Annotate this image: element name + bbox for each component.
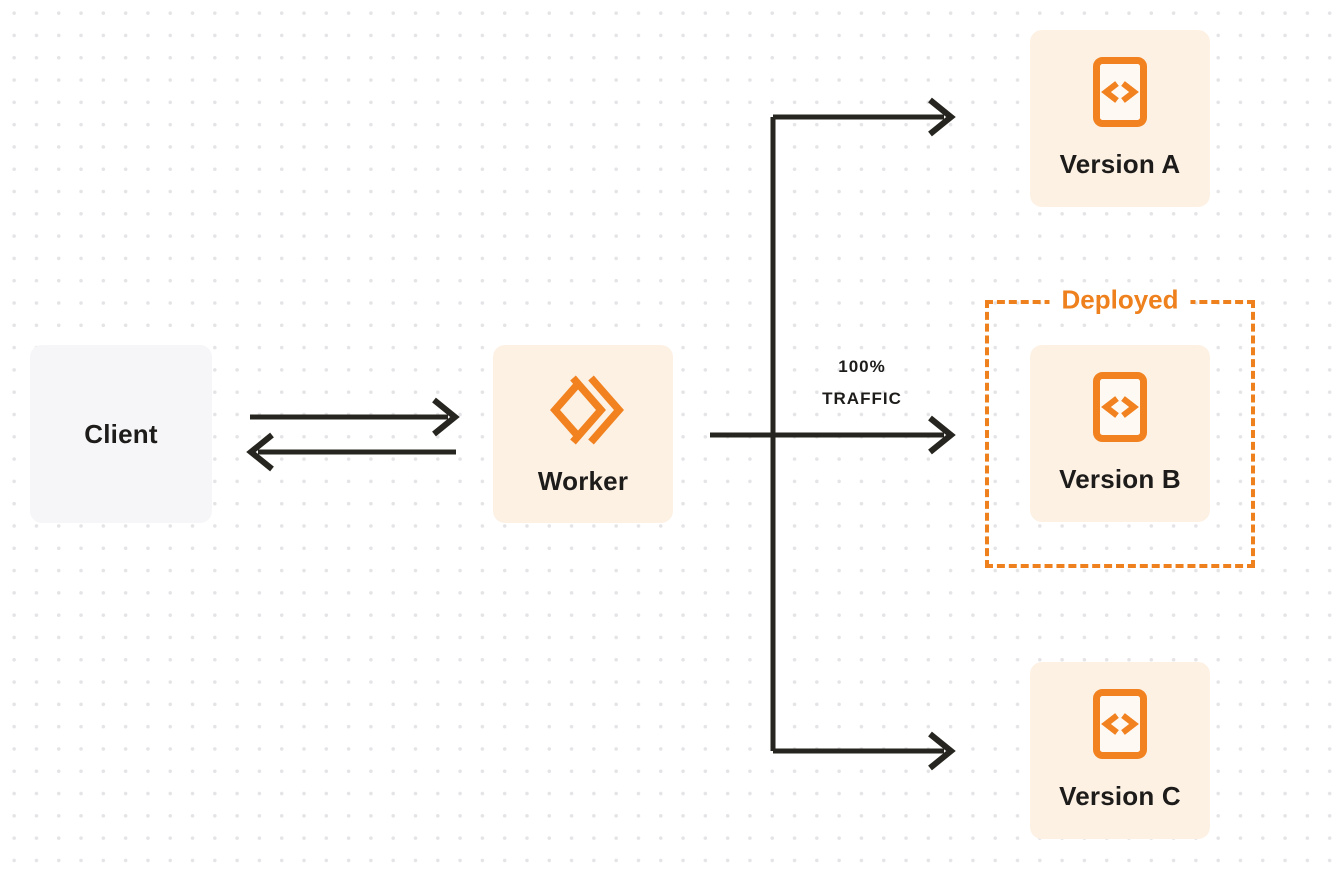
version-c-label: Version C [1059, 781, 1181, 811]
code-file-icon [1093, 372, 1147, 442]
deployed-label: Deployed [1049, 284, 1191, 316]
version-a-node: Version A [1030, 30, 1210, 207]
version-c-node: Version C [1030, 662, 1210, 839]
traffic-label: 100% TRAFFIC [782, 351, 942, 415]
client-node: Client [30, 345, 212, 523]
workers-chevron-icon [539, 372, 627, 448]
arrowhead-client-to-worker [432, 397, 460, 437]
arrowhead-worker-to-client [246, 432, 274, 472]
traffic-percent: 100% [838, 357, 886, 376]
version-b-label: Version B [1059, 464, 1181, 494]
arrowhead-version-b [928, 415, 956, 455]
code-file-icon [1093, 57, 1147, 127]
version-a-label: Version A [1059, 149, 1181, 179]
deployed-frame: Deployed [985, 284, 1255, 568]
client-label: Client [84, 418, 158, 449]
worker-label: Worker [537, 465, 629, 496]
worker-node: Worker [493, 345, 673, 523]
arrowhead-version-a [928, 97, 956, 137]
arrowhead-version-c [928, 731, 956, 771]
code-file-icon [1093, 689, 1147, 759]
traffic-word: TRAFFIC [822, 389, 902, 408]
version-b-node: Version B [1030, 345, 1210, 522]
